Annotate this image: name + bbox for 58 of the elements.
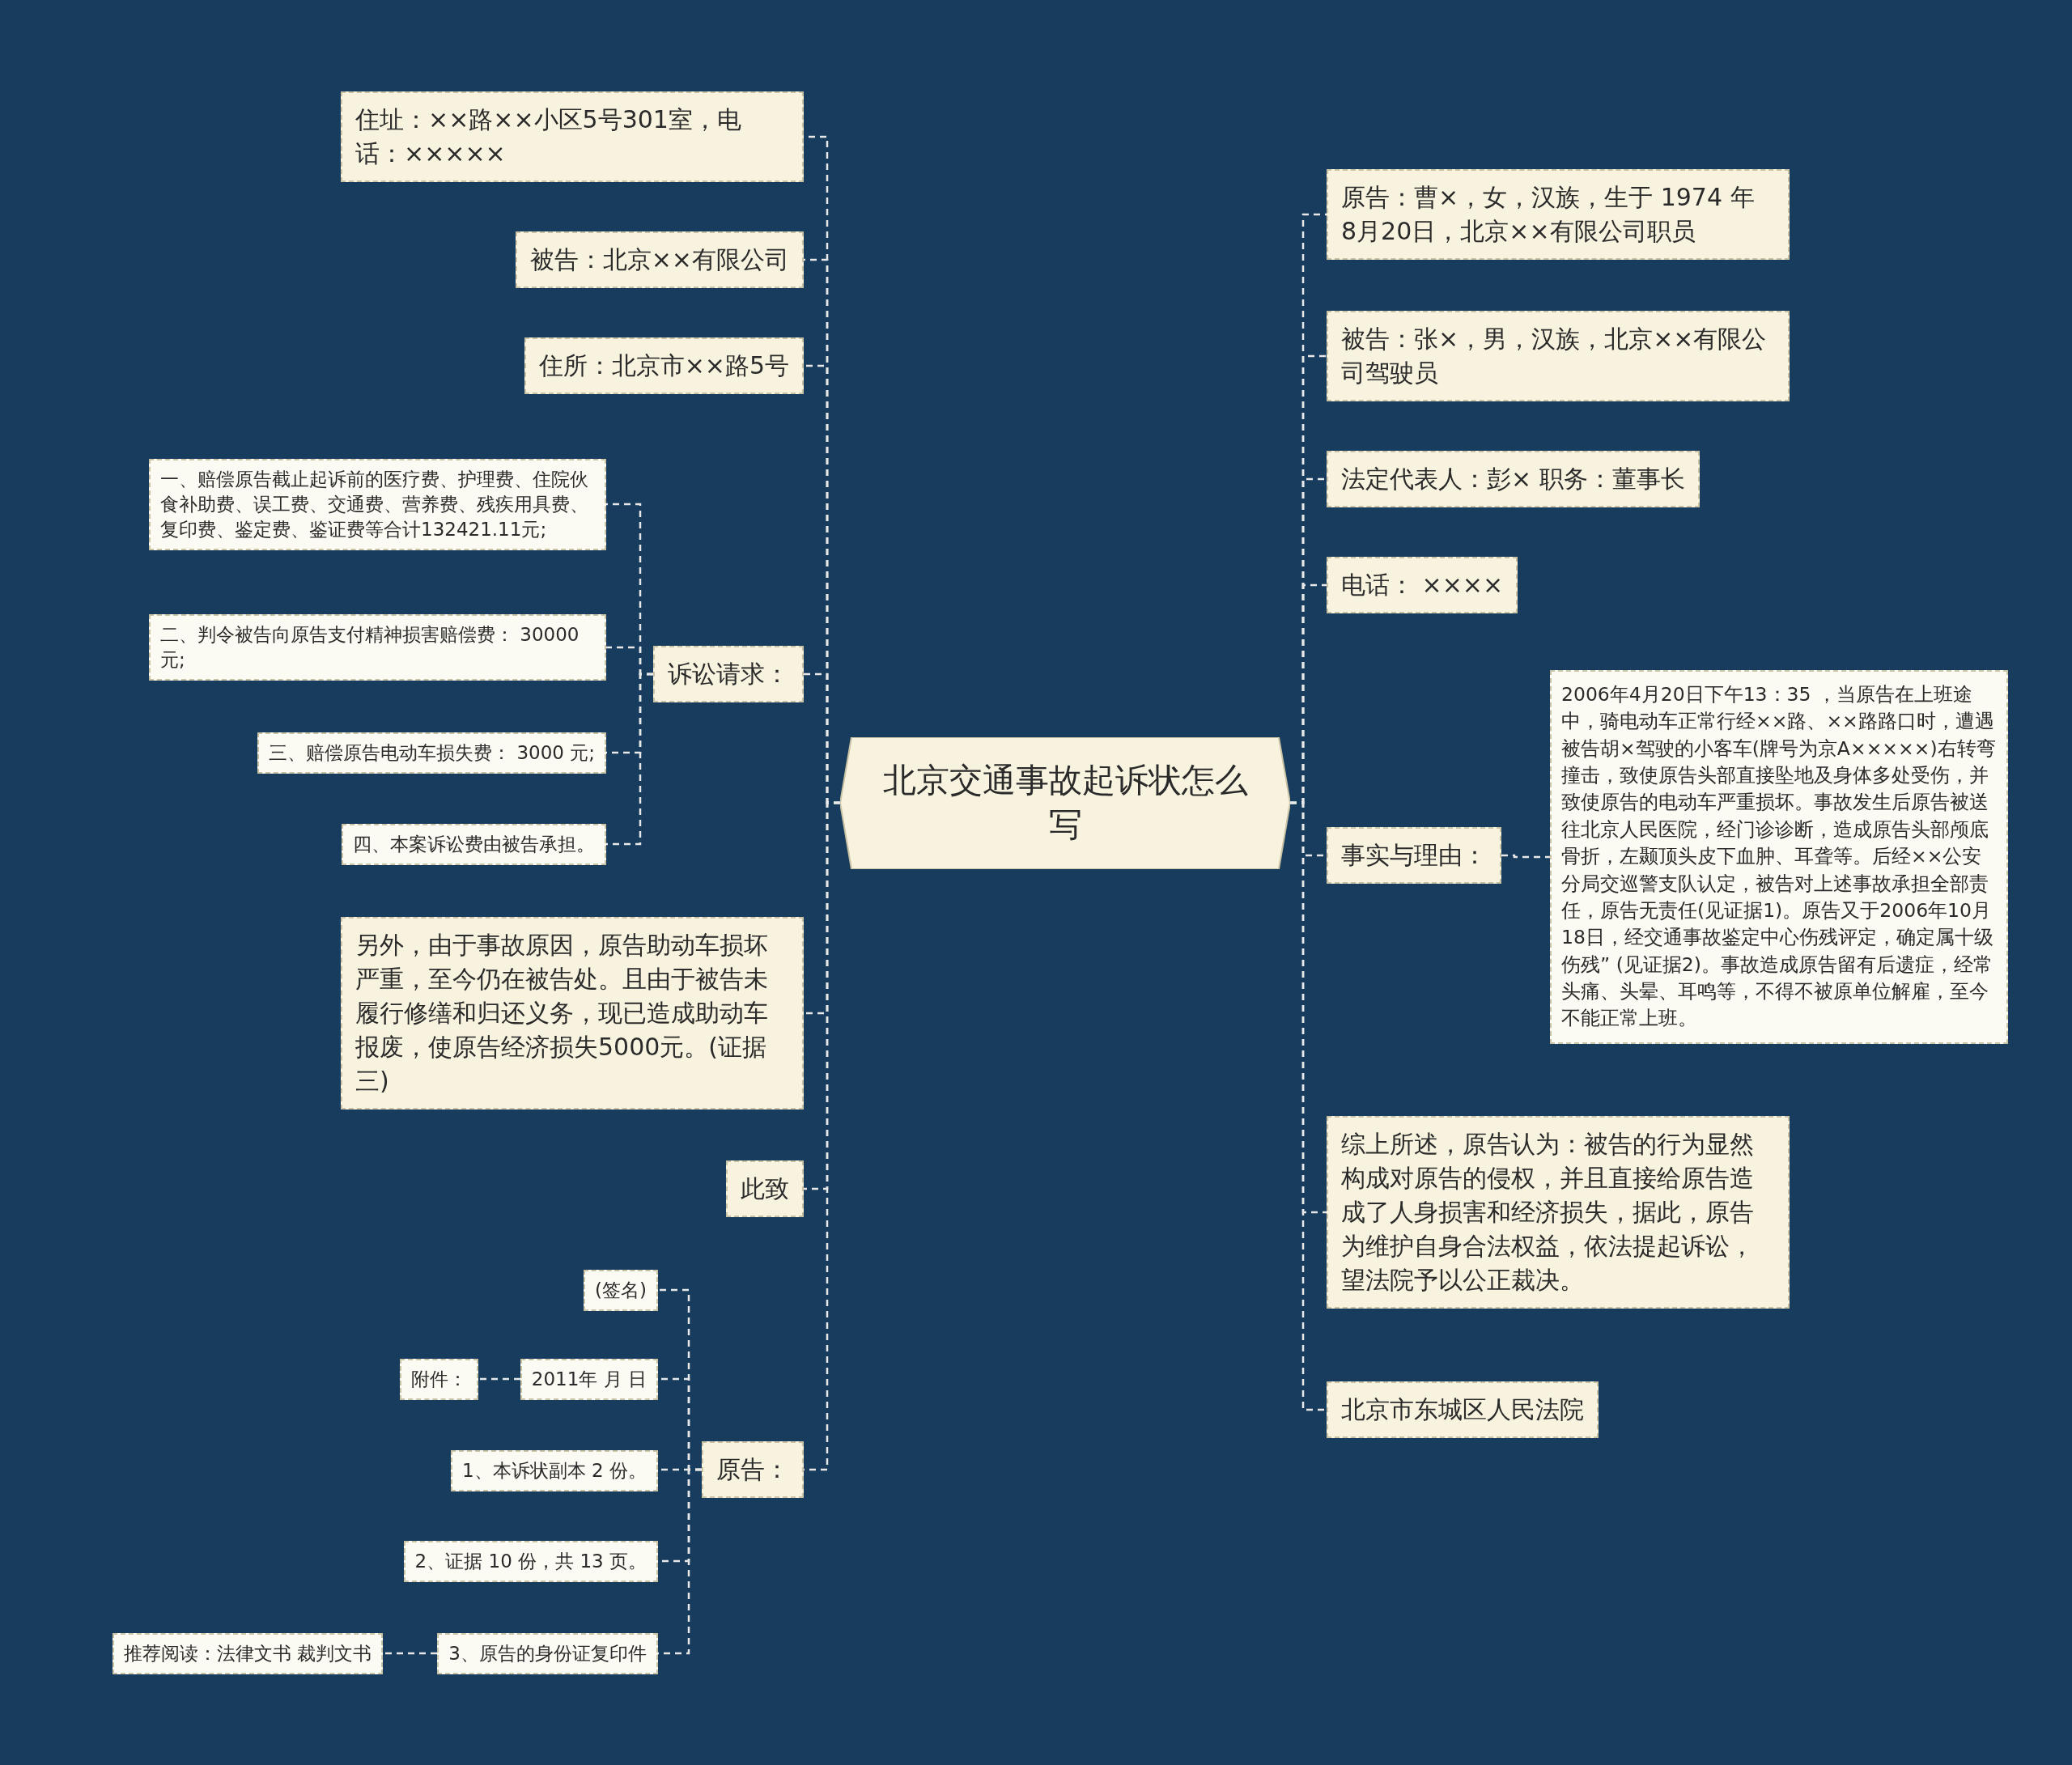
- detail-box: [584, 1269, 658, 1311]
- node-text: 3、原告的身份证复印件: [448, 1641, 647, 1665]
- detail-box: [149, 614, 606, 681]
- node-text: 住所：北京市××路5号: [538, 350, 789, 381]
- topic-box: [341, 917, 804, 1109]
- node-text: 2、证据 10 份，共 13 页。: [414, 1549, 647, 1573]
- node-text: 此致: [741, 1173, 789, 1204]
- node-text: 二、判令被告向原告支付精神损害赔偿费： 30000元;: [160, 623, 580, 672]
- detail-box: [257, 732, 606, 774]
- node-text: 电话： ××××: [1341, 570, 1504, 600]
- node-text: 法定代表人：彭× 职务：董事长: [1341, 464, 1685, 494]
- topic-box: [524, 337, 804, 394]
- node-text: 推荐阅读：法律文书 裁判文书: [123, 1641, 372, 1665]
- node-text: 附件：: [411, 1367, 467, 1391]
- topic-box: [702, 1441, 804, 1498]
- topic-box: [515, 231, 804, 288]
- detail-box: [520, 1358, 658, 1400]
- node-text: 住址：××路××小区5号301室，电话：×××××: [355, 104, 742, 169]
- node-text: 四、本案诉讼费由被告承担。: [353, 832, 595, 856]
- detail-box: [342, 823, 606, 865]
- topic-box: [1327, 557, 1518, 613]
- node-text: 北京市东城区人民法院: [1341, 1394, 1584, 1425]
- node-text: 一、赔偿原告截止起诉前的医疗费、护理费、住院伙食补助费、误工费、交通费、营养费、残疾用具费、复印费、鉴定费、鉴证费等合计132421.11元;: [160, 467, 589, 541]
- node-text: 三、赔偿原告电动车损失费： 3000 元;: [269, 740, 595, 765]
- topic-box: [341, 91, 804, 182]
- topic-title: 北京交通事故起诉状怎么写: [881, 759, 1249, 846]
- topic-box: [1327, 1381, 1599, 1438]
- detail-box: [400, 1358, 478, 1400]
- node-text: 2006年4月20日下午13：35 ，当原告在上班途中，骑电动车正常行经××路、××路路口时，遭遇被告胡×驾驶的小客车(牌号为京A×××××)右转弯撞击，致使原告头部直接坠地及身体多处受伤，并致使原告的电动车严重损坏。事故发生后原告被送往北京人民医院，经门诊诊断，造成原告头部颅底骨折，左颞顶头皮下血肿、耳聋等。后经××公安分局交巡警支队认定，被告对上述事故承担全部责任，原告无责任(见证据1)。原告又于2006年10月18日，经交通事故鉴定中心伤残评定，确定属十级伤残” (见证据2)。事故造成原告留有后遗症，经常头痛、头晕、耳鸣等，不得不被原单位解雇，至今不能正常上班。: [1561, 682, 1997, 1032]
- topic-box: [1327, 169, 1790, 260]
- node-text: 2011年 月 日: [531, 1367, 647, 1391]
- detail-box: [403, 1540, 658, 1582]
- topic-box: [1327, 311, 1790, 401]
- topic-box: [726, 1160, 804, 1217]
- node-text: 原告：: [716, 1454, 789, 1485]
- node-text: 另外，由于事故原因，原告助动车损坏严重，至今仍在被告处。且由于被告未履行修缮和归还义务，现已造成助动车报废，使原告经济损失5000元。(证据三): [355, 930, 769, 1097]
- node-text: 1、本诉状副本 2 份。: [462, 1458, 647, 1483]
- connector-line: [1501, 854, 1550, 859]
- connector-line: [383, 1652, 437, 1655]
- detail-box: [437, 1632, 658, 1674]
- central-topic: [840, 736, 1290, 869]
- node-text: 原告：曹×，女，汉族，生于 1974 年 8月20日，北京××有限公司职员: [1341, 182, 1756, 247]
- node-text: 被告：北京××有限公司: [529, 244, 789, 275]
- detail-box: [149, 458, 606, 550]
- detail-box: [451, 1449, 658, 1491]
- topic-box: [1327, 1116, 1790, 1309]
- topic-box: [1327, 451, 1700, 507]
- detail-box: [112, 1632, 383, 1674]
- connector-line: [478, 1377, 520, 1381]
- node-text: 事实与理由：: [1341, 840, 1487, 871]
- topic-box: [653, 646, 804, 702]
- node-text: 诉讼请求：: [668, 659, 789, 689]
- node-text: (签名): [595, 1278, 647, 1302]
- connector-line: [1290, 801, 1327, 1411]
- node-text: 被告：张×，男，汉族，北京××有限公司驾驶员: [1341, 324, 1768, 388]
- connector-line: [606, 672, 653, 846]
- topic-box: [1327, 827, 1501, 884]
- node-text: 综上所述，原告认为：被告的行为显然构成对原告的侵权，并且直接给原告造成了人身损害和经济损失，据此，原告为维护自身合法权益，依法提起诉讼，望法院予以公正裁决。: [1341, 1129, 1755, 1296]
